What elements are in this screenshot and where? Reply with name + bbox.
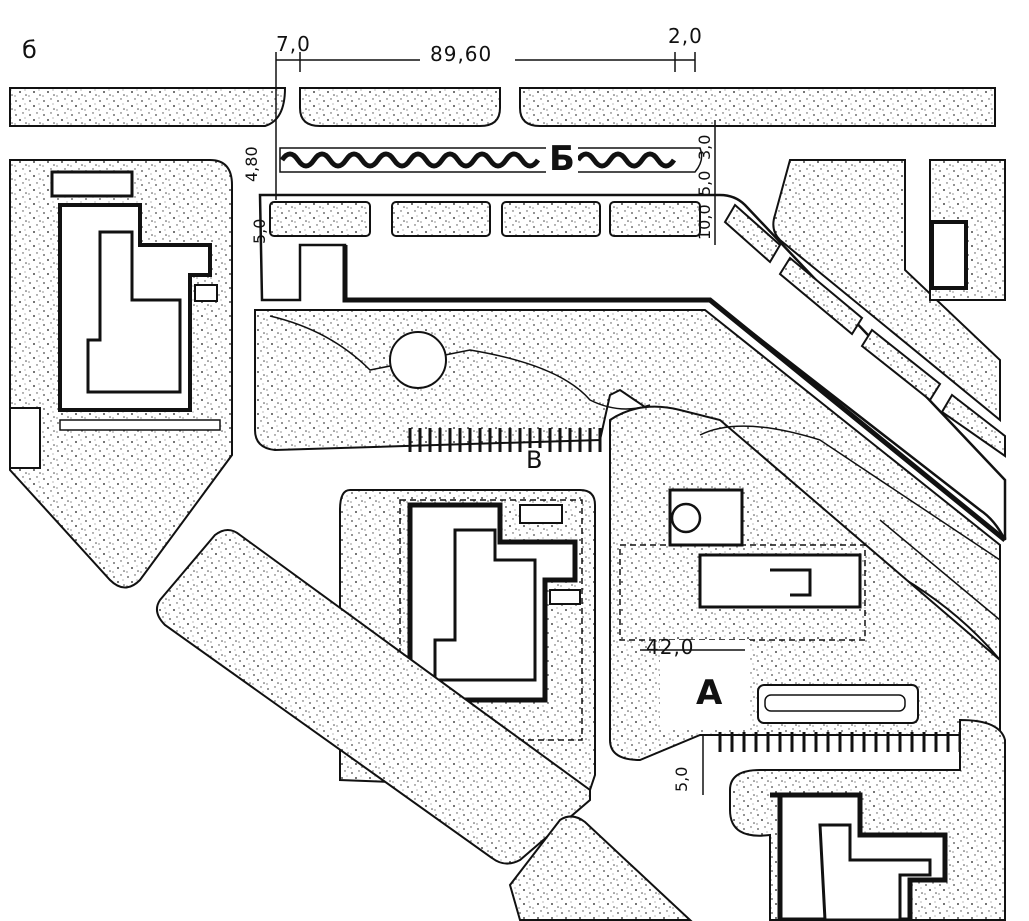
dimension-top-main: 89,60 (430, 42, 493, 66)
dimension-right-vertical-1: 10,0 (695, 204, 714, 240)
zone-label-v: В (524, 446, 545, 474)
dimension-top-left: 7,0 (276, 32, 311, 56)
top-right-block (772, 159, 1006, 423)
bottom-right-block (729, 718, 1006, 921)
dimension-left-vertical: 4,80 (242, 146, 261, 182)
dimension-right-vertical-3: 3,0 (695, 134, 714, 160)
panel-label: б (22, 36, 37, 64)
zone-label-b: Б (546, 142, 578, 176)
dimension-bottom-horizontal: 42,0 (646, 635, 695, 659)
dimension-lines (275, 52, 745, 795)
left-block (9, 159, 233, 589)
diagonal-block-bottom (155, 529, 693, 921)
parking-stalls-a (718, 732, 962, 752)
central-park-block (254, 193, 1007, 663)
diagonal-street-strips (723, 203, 1006, 458)
parking-strip-b (269, 147, 703, 237)
top-green-strip (9, 87, 996, 127)
dimension-bottom-vertical: 5,0 (672, 766, 691, 792)
dimension-left-lower: 5,0 (250, 218, 269, 244)
right-block-a (609, 405, 1001, 762)
dimension-right-vertical-2: 5,0 (695, 170, 714, 196)
zone-label-a: А (696, 673, 723, 713)
dimension-top-right: 2,0 (668, 24, 703, 48)
